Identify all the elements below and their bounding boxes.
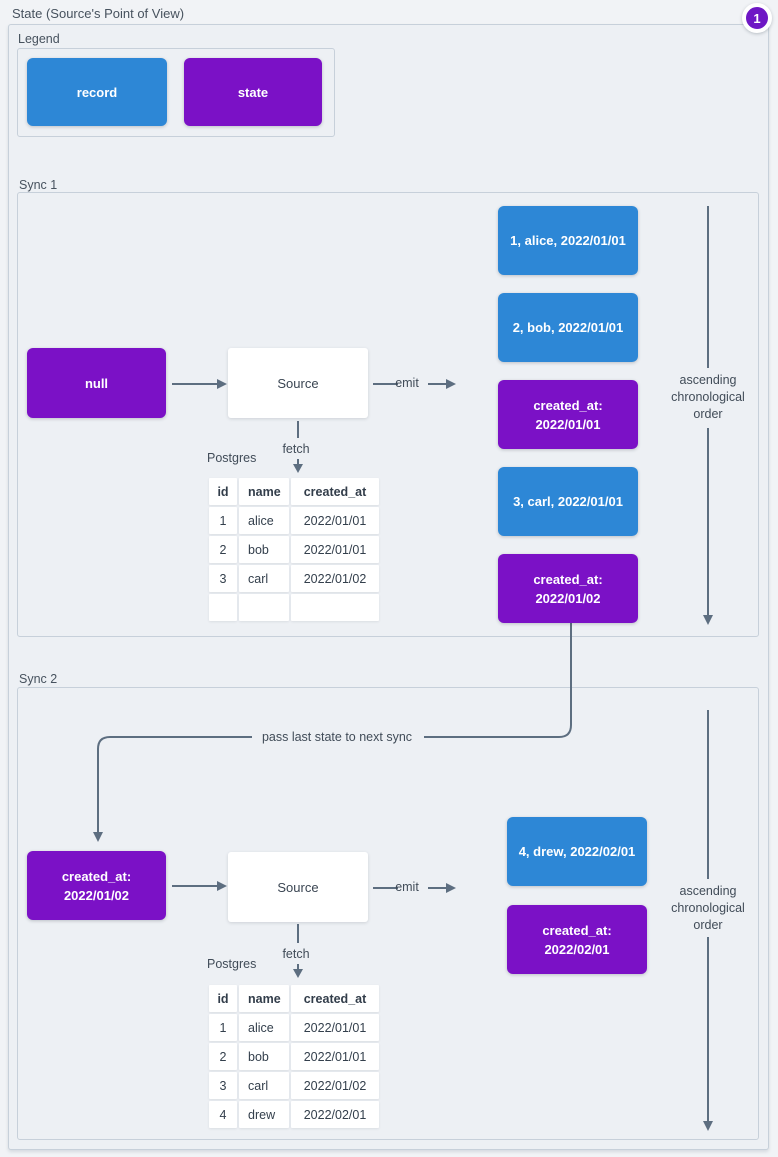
table-cell: drew: [239, 1101, 289, 1128]
table-cell: 2022/01/01: [291, 1014, 379, 1041]
sync2-label: Sync 2: [19, 672, 58, 686]
table-cell: 4: [209, 1101, 237, 1128]
sync1-postgres-table: id name created_at 1 alice 2022/01/01 2 …: [209, 478, 379, 621]
table-cell: [291, 594, 379, 621]
table-cell: 2022/01/01: [291, 536, 379, 563]
table-header-cell: name: [239, 478, 289, 505]
table-cell: [209, 594, 237, 621]
table-cell: 2022/02/01: [291, 1101, 379, 1128]
sync2-order-note: ascending chronological order: [671, 884, 745, 932]
sync1-database-label: Postgres: [207, 451, 257, 465]
table-header-cell: id: [209, 985, 237, 1012]
table-header-cell: name: [239, 985, 289, 1012]
legend-label: Legend: [18, 32, 60, 46]
table-header-cell: id: [209, 478, 237, 505]
sync2-source-box: Source: [228, 852, 368, 922]
legend-record-swatch: record: [27, 58, 167, 126]
sync1-emitted-record: 1, alice, 2022/01/01: [498, 206, 638, 275]
sync1-fetch-label: fetch: [282, 442, 310, 456]
legend-state-swatch: state: [184, 58, 322, 126]
table-cell: carl: [239, 1072, 289, 1099]
table-cell: 2022/01/02: [291, 565, 379, 592]
sync1-label: Sync 1: [19, 178, 58, 192]
page-title: State (Source's Point of View): [12, 6, 185, 21]
table-cell: 2022/01/02: [291, 1072, 379, 1099]
table-cell: 3: [209, 565, 237, 592]
table-cell: 2: [209, 1043, 237, 1070]
sync2-emit-label: emit: [395, 880, 419, 894]
step-number-badge: 1: [742, 3, 772, 33]
table-cell: 3: [209, 1072, 237, 1099]
table-cell: bob: [239, 536, 289, 563]
sync2-box: [17, 687, 759, 1140]
sync1-emitted-state: created_at: 2022/01/02: [498, 554, 638, 623]
sync1-input-state-box: null: [27, 348, 166, 418]
legend-box: [17, 48, 335, 137]
sync2-fetch-label: fetch: [282, 947, 310, 961]
table-cell: 2: [209, 536, 237, 563]
table-cell: bob: [239, 1043, 289, 1070]
sync1-emit-label: emit: [395, 376, 419, 390]
table-cell: 1: [209, 1014, 237, 1041]
sync1-emitted-record: 2, bob, 2022/01/01: [498, 293, 638, 362]
table-cell: carl: [239, 565, 289, 592]
pass-state-label: pass last state to next sync: [261, 730, 413, 744]
table-header-cell: created_at: [291, 985, 379, 1012]
sync2-database-label: Postgres: [207, 957, 257, 971]
sync2-emitted-state: created_at: 2022/02/01: [507, 905, 647, 974]
table-cell: 2022/01/01: [291, 1043, 379, 1070]
sync1-emitted-record: 3, carl, 2022/01/01: [498, 467, 638, 536]
sync2-emitted-record: 4, drew, 2022/02/01: [507, 817, 647, 886]
table-cell: [239, 594, 289, 621]
sync1-order-note: ascending chronological order: [671, 373, 745, 421]
sync1-source-box: Source: [228, 348, 368, 418]
sync1-emitted-state: created_at: 2022/01/01: [498, 380, 638, 449]
table-cell: 2022/01/01: [291, 507, 379, 534]
sync1-box: [17, 192, 759, 637]
sync2-postgres-table: id name created_at 1 alice 2022/01/01 2 …: [209, 985, 379, 1128]
table-header-cell: created_at: [291, 478, 379, 505]
table-cell: 1: [209, 507, 237, 534]
table-cell: alice: [239, 507, 289, 534]
sync2-input-state-box: created_at: 2022/01/02: [27, 851, 166, 920]
table-cell: alice: [239, 1014, 289, 1041]
